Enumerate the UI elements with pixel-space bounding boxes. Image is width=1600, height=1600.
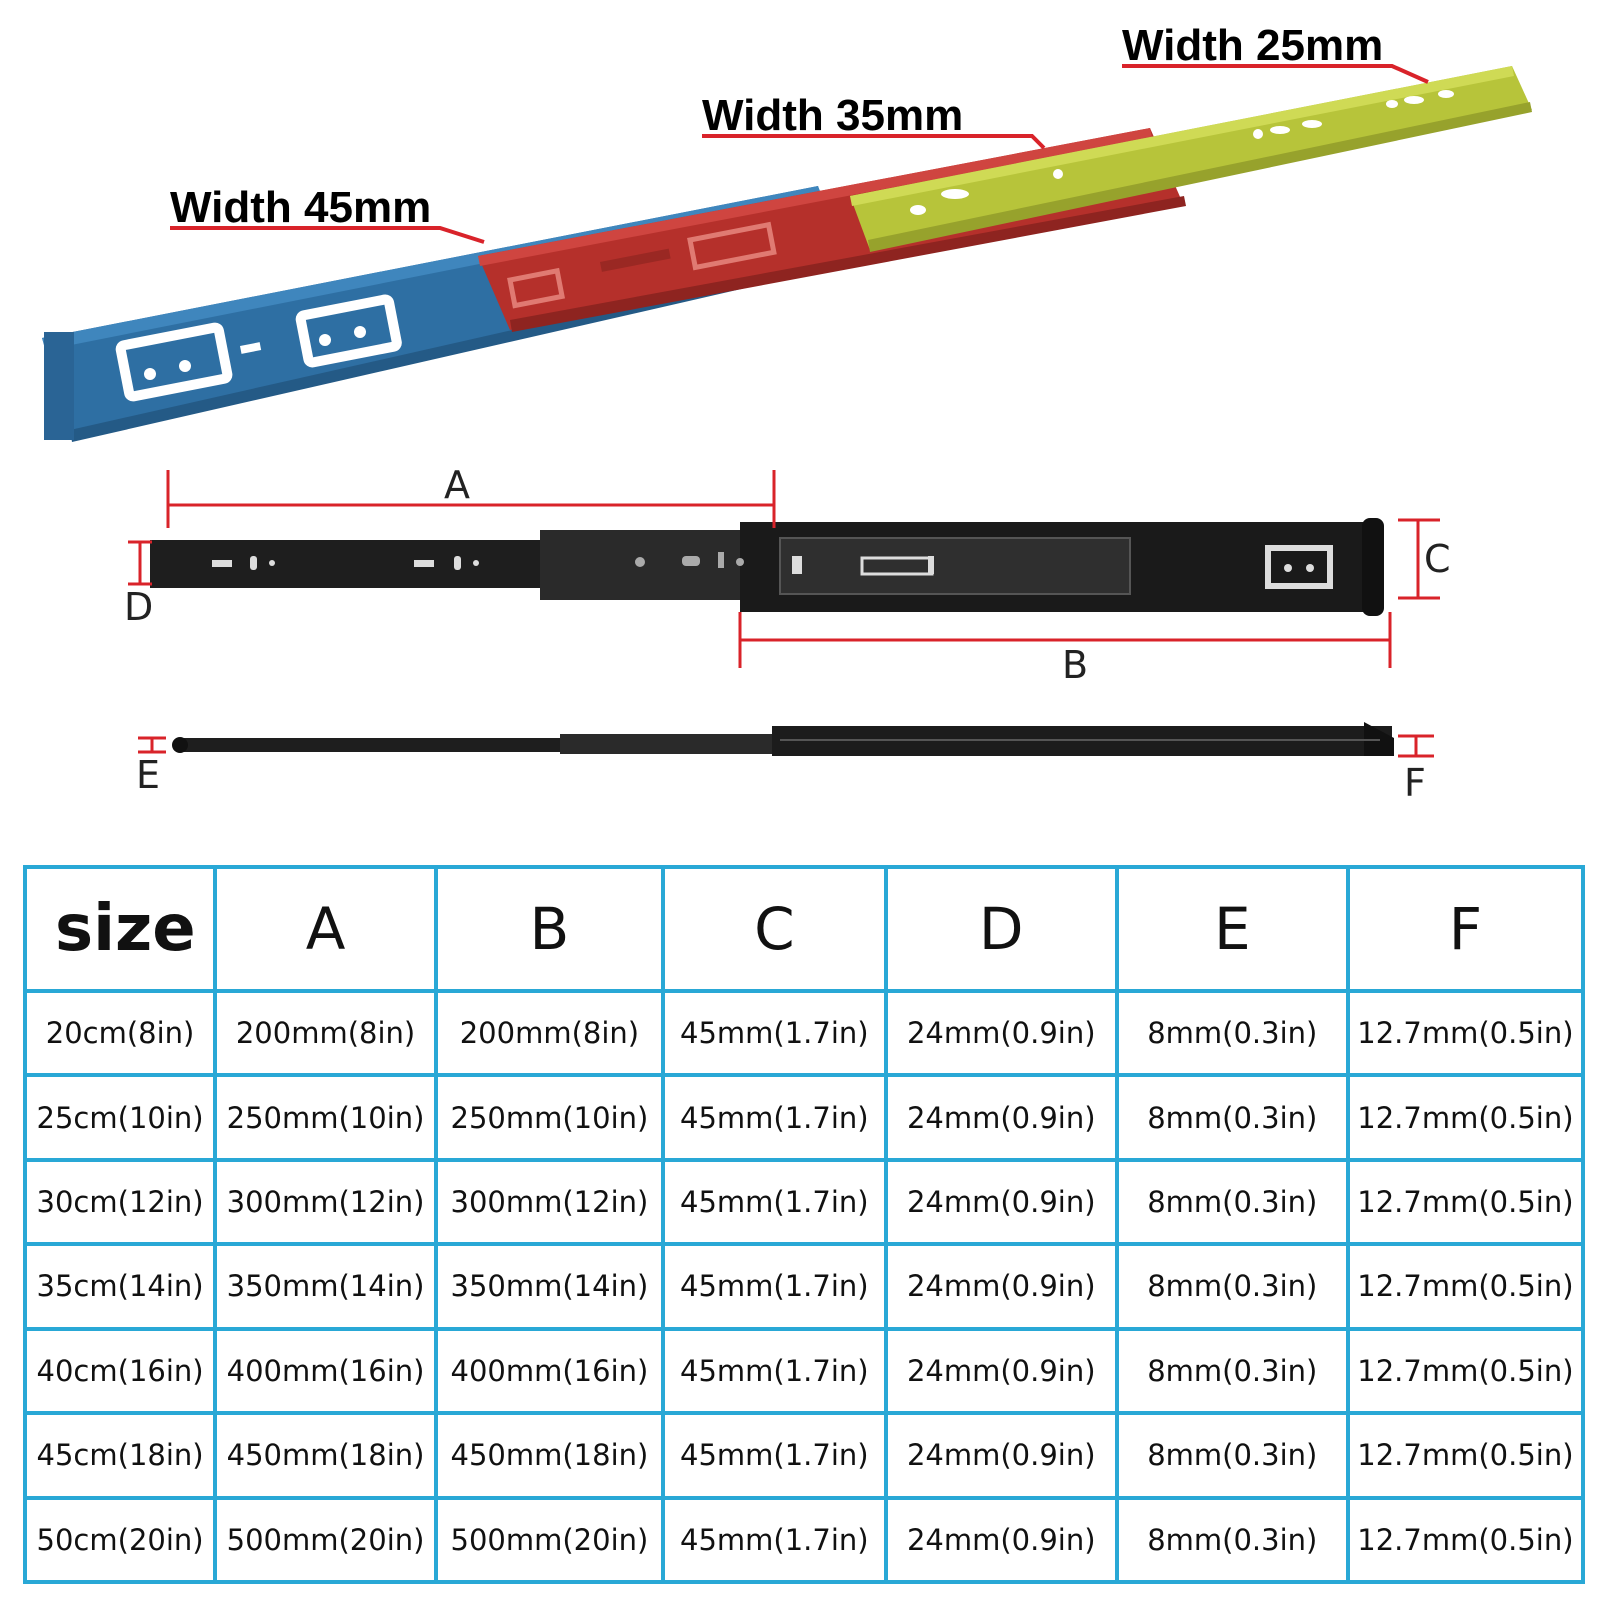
- cell-a: 350mm(14in): [213, 1242, 438, 1331]
- cell-f: 12.7mm(0.5in): [1345, 988, 1586, 1078]
- cell-e: 8mm(0.3in): [1114, 988, 1350, 1078]
- cell-b: 400mm(16in): [433, 1326, 665, 1416]
- table-row: 25cm(10in) 250mm(10in) 250mm(10in) 45mm(…: [22, 1073, 1586, 1162]
- table-row: 35cm(14in) 350mm(14in) 350mm(14in) 45mm(…: [22, 1242, 1586, 1331]
- header-a: A: [213, 865, 438, 993]
- cell-size: 20cm(8in): [22, 988, 218, 1078]
- cell-d: 24mm(0.9in): [883, 1242, 1119, 1331]
- cell-d: 24mm(0.9in): [883, 1326, 1119, 1416]
- cell-f: 12.7mm(0.5in): [1345, 1157, 1586, 1247]
- cell-f: 12.7mm(0.5in): [1345, 1495, 1586, 1585]
- table-row: 30cm(12in) 300mm(12in) 300mm(12in) 45mm(…: [22, 1157, 1586, 1247]
- cell-e: 8mm(0.3in): [1114, 1073, 1350, 1162]
- cell-e: 8mm(0.3in): [1114, 1157, 1350, 1247]
- header-b: B: [433, 865, 665, 993]
- dimension-label-e: E: [136, 753, 161, 797]
- cell-f: 12.7mm(0.5in): [1345, 1326, 1586, 1416]
- cell-c: 45mm(1.7in): [660, 1073, 888, 1162]
- cell-c: 45mm(1.7in): [660, 1326, 888, 1416]
- cell-a: 500mm(20in): [213, 1495, 438, 1585]
- dimension-label-f: F: [1404, 761, 1426, 805]
- callout-width-25: Width 25mm: [1122, 21, 1384, 70]
- inner-rail: [850, 66, 1532, 252]
- dimension-label-c: C: [1424, 537, 1451, 581]
- dimension-lines: [128, 470, 1440, 668]
- table-row: 50cm(20in) 500mm(20in) 500mm(20in) 45mm(…: [22, 1495, 1586, 1585]
- cell-d: 24mm(0.9in): [883, 1495, 1119, 1585]
- cell-e: 8mm(0.3in): [1114, 1242, 1350, 1331]
- cell-c: 45mm(1.7in): [660, 1411, 888, 1500]
- cell-a: 300mm(12in): [213, 1157, 438, 1247]
- table-row: 20cm(8in) 200mm(8in) 200mm(8in) 45mm(1.7…: [22, 988, 1586, 1078]
- cell-f: 12.7mm(0.5in): [1345, 1411, 1586, 1500]
- table-header-row: size A B C D E F: [22, 865, 1586, 993]
- header-c: C: [660, 865, 888, 993]
- cell-size: 50cm(20in): [22, 1495, 218, 1585]
- header-size: size: [22, 865, 218, 993]
- header-d: D: [883, 865, 1119, 993]
- cell-c: 45mm(1.7in): [660, 1242, 888, 1331]
- cell-b: 250mm(10in): [433, 1073, 665, 1162]
- colored-rail-illustration: [42, 64, 1532, 442]
- cell-d: 24mm(0.9in): [883, 1411, 1119, 1500]
- cell-size: 45cm(18in): [22, 1411, 218, 1500]
- cell-e: 8mm(0.3in): [1114, 1411, 1350, 1500]
- black-rail-front: [150, 518, 1384, 616]
- cell-b: 450mm(18in): [433, 1411, 665, 1500]
- cell-e: 8mm(0.3in): [1114, 1326, 1350, 1416]
- cell-a: 200mm(8in): [213, 988, 438, 1078]
- cell-c: 45mm(1.7in): [660, 1157, 888, 1247]
- cell-b: 350mm(14in): [433, 1242, 665, 1331]
- cell-size: 35cm(14in): [22, 1242, 218, 1331]
- black-rail-side: [172, 722, 1394, 756]
- table-row: 45cm(18in) 450mm(18in) 450mm(18in) 45mm(…: [22, 1411, 1586, 1500]
- cell-a: 250mm(10in): [213, 1073, 438, 1162]
- cell-f: 12.7mm(0.5in): [1345, 1242, 1586, 1331]
- cell-size: 25cm(10in): [22, 1073, 218, 1162]
- size-table: size A B C D E F 20cm(8in) 200mm(8in) 20…: [22, 865, 1586, 1585]
- cell-size: 40cm(16in): [22, 1326, 218, 1416]
- table-row: 40cm(16in) 400mm(16in) 400mm(16in) 45mm(…: [22, 1326, 1586, 1416]
- header-f: F: [1345, 865, 1586, 993]
- cell-d: 24mm(0.9in): [883, 1073, 1119, 1162]
- dimension-label-b: B: [1062, 643, 1089, 687]
- cell-e: 8mm(0.3in): [1114, 1495, 1350, 1585]
- dimension-label-d: D: [124, 585, 154, 629]
- callout-leader-lines: [170, 64, 1429, 244]
- cell-b: 200mm(8in): [433, 988, 665, 1078]
- cell-size: 30cm(12in): [22, 1157, 218, 1247]
- cell-a: 400mm(16in): [213, 1326, 438, 1416]
- header-e: E: [1114, 865, 1350, 993]
- cell-d: 24mm(0.9in): [883, 988, 1119, 1078]
- cell-b: 500mm(20in): [433, 1495, 665, 1585]
- side-dimension-marks: [138, 734, 1434, 758]
- cell-f: 12.7mm(0.5in): [1345, 1073, 1586, 1162]
- dimension-label-a: A: [444, 463, 470, 507]
- cell-d: 24mm(0.9in): [883, 1157, 1119, 1247]
- callout-width-35: Width 35mm: [702, 91, 964, 140]
- callout-width-45: Width 45mm: [170, 183, 432, 232]
- cell-a: 450mm(18in): [213, 1411, 438, 1500]
- cell-c: 45mm(1.7in): [660, 988, 888, 1078]
- cell-b: 300mm(12in): [433, 1157, 665, 1247]
- cell-c: 45mm(1.7in): [660, 1495, 888, 1585]
